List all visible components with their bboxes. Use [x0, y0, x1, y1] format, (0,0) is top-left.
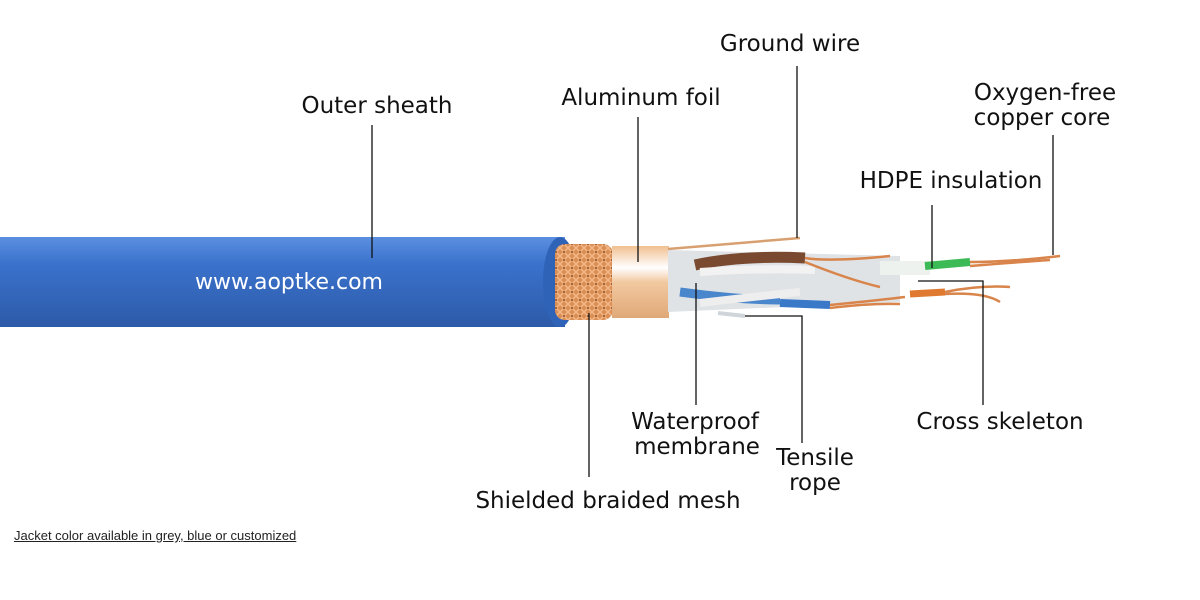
- label-aluminum-foil: Aluminum foil: [561, 85, 720, 111]
- ground-wire: [667, 236, 801, 251]
- watermark-text: www.aoptke.com: [195, 270, 383, 295]
- label-hdpe-insulation: HDPE insulation: [860, 168, 1043, 194]
- label-tensile-rope-2: rope: [789, 470, 841, 496]
- braided-mesh: [555, 244, 613, 320]
- label-waterproof-1: Waterproof: [631, 409, 760, 435]
- label-outer-sheath: Outer sheath: [301, 93, 452, 119]
- label-cross-skeleton: Cross skeleton: [916, 409, 1083, 435]
- label-braided-mesh: Shielded braided mesh: [475, 488, 740, 514]
- label-tensile-rope-1: Tensile: [775, 445, 854, 471]
- tensile-rope: [717, 311, 746, 318]
- aluminum-foil: [612, 246, 669, 318]
- leader-lines: [371, 66, 1054, 477]
- label-waterproof-2: membrane: [634, 434, 760, 460]
- jacket-color-note[interactable]: Jacket color available in grey, blue or …: [14, 528, 297, 543]
- label-copper-core-1: Oxygen-free: [974, 80, 1116, 106]
- label-ground-wire: Ground wire: [720, 31, 860, 57]
- inner-wires: [667, 236, 1061, 318]
- label-copper-core-2: copper core: [974, 105, 1111, 131]
